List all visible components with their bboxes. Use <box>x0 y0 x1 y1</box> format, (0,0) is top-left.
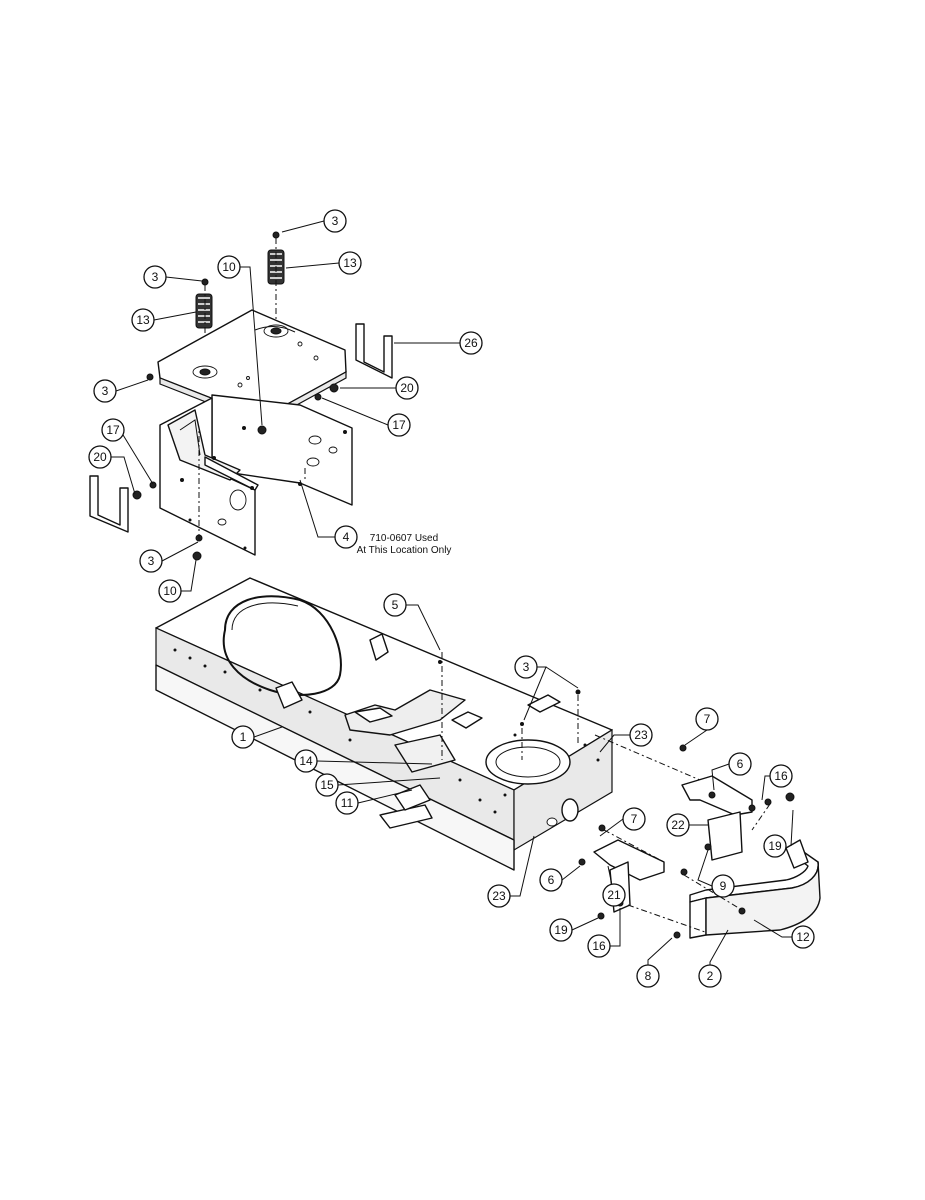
callout-6: 6 <box>539 868 563 892</box>
callout-19: 19 <box>549 918 573 942</box>
svg-text:3: 3 <box>523 660 530 674</box>
svg-text:8: 8 <box>645 969 652 983</box>
callout-13: 13 <box>131 308 155 332</box>
callout-7: 7 <box>622 807 646 831</box>
svg-text:10: 10 <box>163 584 177 598</box>
svg-text:16: 16 <box>592 939 606 953</box>
callout-5: 5 <box>383 593 407 617</box>
callout-3: 3 <box>139 549 163 573</box>
svg-text:6: 6 <box>548 873 555 887</box>
svg-text:4: 4 <box>343 530 350 544</box>
callout-12: 12 <box>791 925 815 949</box>
frame-assembly <box>155 577 701 871</box>
callout-20: 20 <box>88 445 112 469</box>
svg-text:20: 20 <box>400 381 414 395</box>
callout-1: 1 <box>231 725 255 749</box>
svg-text:7: 7 <box>704 712 711 726</box>
callout-17: 17 <box>101 418 125 442</box>
svg-text:9: 9 <box>720 879 727 893</box>
callout-21: 21 <box>602 883 626 907</box>
note-line-1: 710-0607 Used <box>370 533 438 544</box>
svg-text:19: 19 <box>554 923 568 937</box>
callout-8: 8 <box>636 964 660 988</box>
hinge-bracket-left <box>89 475 129 533</box>
svg-text:6: 6 <box>737 757 744 771</box>
svg-text:23: 23 <box>492 889 506 903</box>
axle-tube <box>561 798 579 822</box>
svg-text:12: 12 <box>796 930 810 944</box>
callout-3: 3 <box>143 265 167 289</box>
callout-7: 7 <box>695 707 719 731</box>
callout-23: 23 <box>487 884 511 908</box>
svg-text:15: 15 <box>320 778 334 792</box>
callout-22: 22 <box>666 813 690 837</box>
callout-3: 3 <box>514 655 538 679</box>
callout-15: 15 <box>315 773 339 797</box>
svg-text:1: 1 <box>240 730 247 744</box>
callout-3: 3 <box>323 209 347 233</box>
svg-text:26: 26 <box>464 336 478 350</box>
svg-text:11: 11 <box>341 796 354 810</box>
svg-text:20: 20 <box>93 450 107 464</box>
svg-text:13: 13 <box>136 313 150 327</box>
svg-text:5: 5 <box>392 598 399 612</box>
callout-19: 19 <box>763 834 787 858</box>
callout-16: 16 <box>587 934 611 958</box>
svg-text:16: 16 <box>774 769 788 783</box>
svg-text:21: 21 <box>607 888 621 902</box>
callout-20: 20 <box>395 376 419 400</box>
svg-text:23: 23 <box>634 728 648 742</box>
svg-text:19: 19 <box>768 839 782 853</box>
spring-left <box>195 293 213 329</box>
callout-6: 6 <box>728 752 752 776</box>
callout-17: 17 <box>387 413 411 437</box>
callout-10: 10 <box>158 579 182 603</box>
svg-text:3: 3 <box>332 214 339 228</box>
seat-plate-assembly <box>89 231 393 561</box>
callout-9: 9 <box>711 874 735 898</box>
callout-4: 4 <box>334 525 358 549</box>
svg-text:3: 3 <box>102 384 109 398</box>
note-line-2: At This Location Only <box>357 545 452 556</box>
callout-16: 16 <box>769 764 793 788</box>
svg-text:2: 2 <box>707 969 714 983</box>
callout-3: 3 <box>93 379 117 403</box>
callout-2: 2 <box>698 964 722 988</box>
callout-10: 10 <box>217 255 241 279</box>
svg-text:22: 22 <box>671 818 685 832</box>
svg-text:17: 17 <box>392 418 406 432</box>
hitch-bracket-upper <box>681 775 753 816</box>
svg-text:3: 3 <box>148 554 155 568</box>
svg-text:10: 10 <box>222 260 236 274</box>
callout-14: 14 <box>294 749 318 773</box>
svg-text:3: 3 <box>152 270 159 284</box>
svg-text:7: 7 <box>631 812 638 826</box>
callout-13: 13 <box>338 251 362 275</box>
svg-text:17: 17 <box>106 423 120 437</box>
svg-text:13: 13 <box>343 256 357 270</box>
callout-11: 11 <box>335 791 359 815</box>
callout-26: 26 <box>459 331 483 355</box>
callout-23: 23 <box>629 723 653 747</box>
svg-text:14: 14 <box>299 754 313 768</box>
hinge-bracket-right <box>355 323 393 379</box>
hitch-bracket-lower <box>593 839 665 881</box>
